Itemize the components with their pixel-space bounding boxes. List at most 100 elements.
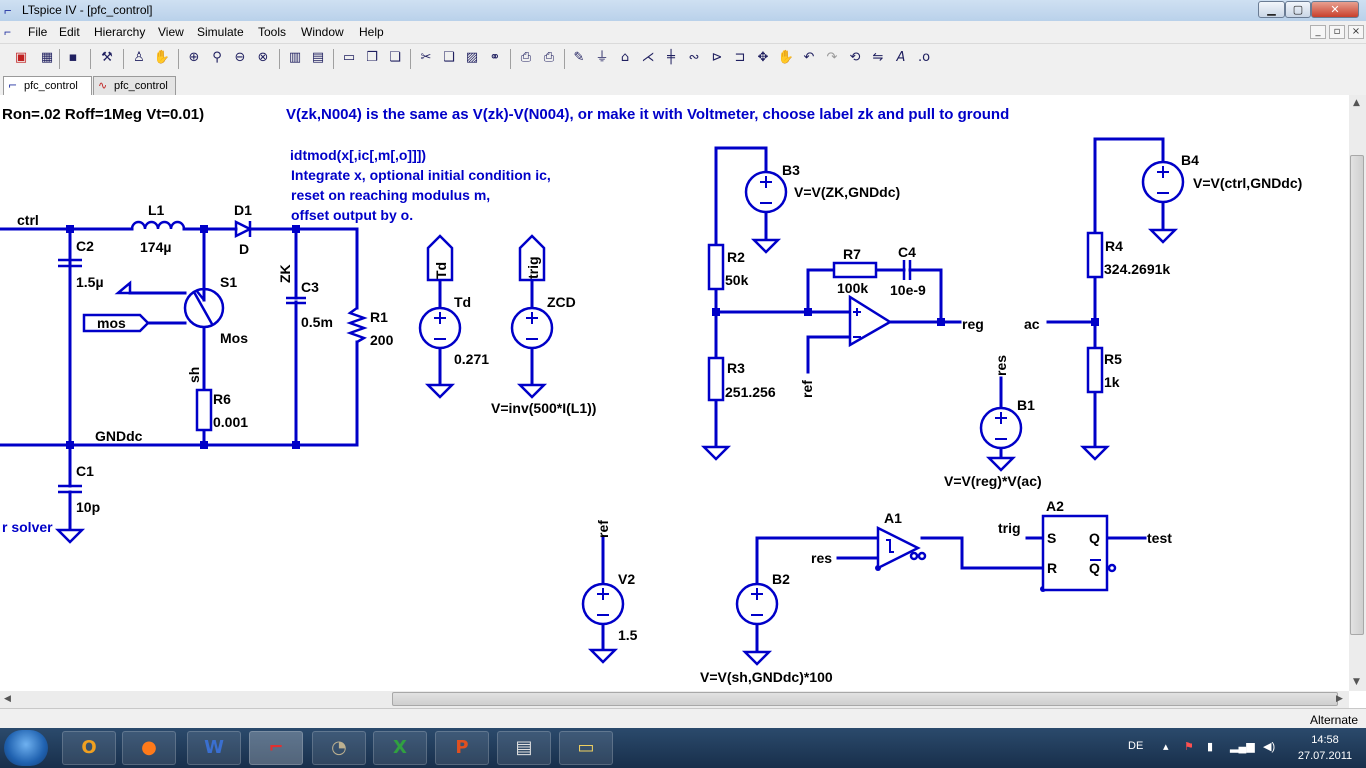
- menu-simulate[interactable]: Simulate: [197, 25, 244, 39]
- diode-icon[interactable]: ⊳: [711, 50, 723, 65]
- autorange-icon[interactable]: ▥: [288, 50, 302, 65]
- resistor-r7[interactable]: [832, 261, 878, 279]
- minimize-button[interactable]: ▁: [1258, 1, 1285, 18]
- tab-schematic[interactable]: ⌐ pfc_control: [3, 76, 92, 95]
- excel-icon[interactable]: X: [373, 731, 427, 765]
- firefox-icon[interactable]: ●: [122, 731, 176, 765]
- scroll-down-icon[interactable]: ▼: [1353, 677, 1360, 687]
- ground-symbol[interactable]: [700, 445, 732, 461]
- pdf-printer-icon[interactable]: ▤: [497, 731, 551, 765]
- wire[interactable]: [920, 536, 1045, 570]
- new-schematic-icon[interactable]: ▣: [14, 50, 28, 65]
- copy-icon[interactable]: ❑: [443, 50, 455, 65]
- network-icon[interactable]: ▂▄▆: [1230, 741, 1255, 753]
- inductor-icon[interactable]: ∾: [688, 50, 700, 65]
- ground-symbol[interactable]: [1079, 445, 1111, 461]
- paste-icon[interactable]: ▨: [465, 50, 479, 65]
- device-icon[interactable]: ▮: [1207, 741, 1214, 753]
- capacitor-icon[interactable]: ╪: [667, 50, 675, 65]
- label-net-icon[interactable]: ⌂: [620, 50, 630, 65]
- comparator-a1-output[interactable]: [909, 551, 919, 561]
- junction[interactable]: [804, 308, 812, 316]
- diode-d1[interactable]: [234, 219, 253, 239]
- mdi-minimize-button[interactable]: _: [1310, 25, 1326, 39]
- component-icon[interactable]: ⊐: [734, 50, 746, 65]
- menu-view[interactable]: View: [158, 25, 184, 39]
- resistor-icon[interactable]: ⋌: [641, 50, 655, 65]
- menu-window[interactable]: Window: [301, 25, 344, 39]
- menu-file[interactable]: File: [28, 25, 48, 39]
- resistor-r6[interactable]: [195, 388, 213, 432]
- horizontal-scrollbar[interactable]: ◀ ▶: [0, 691, 1349, 708]
- title-bar[interactable]: ⌐ LTspice IV - [pfc_control] ▁ ▢ ✕: [0, 0, 1366, 21]
- word-icon[interactable]: W: [187, 731, 241, 765]
- horizontal-scroll-thumb[interactable]: [392, 692, 1338, 706]
- net-flag-trig[interactable]: [518, 234, 546, 282]
- gimp-icon[interactable]: ◔: [312, 731, 366, 765]
- flipflop-a2[interactable]: [1041, 514, 1109, 592]
- wire[interactable]: [248, 227, 359, 310]
- capacitor-c2[interactable]: [58, 258, 82, 268]
- junction[interactable]: [712, 308, 720, 316]
- outlook-icon[interactable]: O: [62, 731, 116, 765]
- source-polarity[interactable]: [751, 588, 763, 616]
- ltspice-logo-icon[interactable]: ⌐: [4, 3, 12, 18]
- halt-icon[interactable]: ✋: [153, 50, 171, 65]
- vertical-scrollbar[interactable]: ▲ ▼: [1349, 95, 1366, 691]
- resistor-r1[interactable]: [346, 306, 368, 344]
- action-center-icon[interactable]: ⚑: [1184, 741, 1194, 753]
- source-polarity[interactable]: [526, 312, 538, 340]
- folder-icon[interactable]: ▭: [559, 731, 613, 765]
- source-td[interactable]: [418, 306, 462, 350]
- opamp-polarity[interactable]: [853, 308, 861, 338]
- opamp[interactable]: [848, 294, 893, 348]
- powerpoint-icon[interactable]: P: [435, 731, 489, 765]
- ground-symbol[interactable]: [1147, 228, 1179, 244]
- open-icon[interactable]: ▦: [40, 50, 54, 65]
- mirror-icon[interactable]: ⇋: [872, 50, 884, 65]
- net-flag-td[interactable]: [426, 234, 454, 282]
- ground-symbol[interactable]: [741, 650, 773, 666]
- tray-expand-icon[interactable]: ▴: [1163, 741, 1169, 753]
- source-b1[interactable]: [979, 406, 1023, 450]
- switch-s1-ctrl-arrow[interactable]: [114, 280, 132, 295]
- print-icon[interactable]: ⎙: [543, 50, 555, 65]
- grid-icon[interactable]: ▤: [311, 50, 325, 65]
- cut-icon[interactable]: ✂: [420, 50, 432, 65]
- source-b4[interactable]: [1141, 160, 1185, 204]
- ground-symbol[interactable]: [985, 456, 1017, 472]
- redo-icon[interactable]: ↷: [826, 50, 838, 65]
- inductor-l1[interactable]: [130, 220, 186, 230]
- ltspice-icon[interactable]: ⌐: [249, 731, 303, 765]
- close-all-icon[interactable]: ❏: [389, 50, 401, 65]
- zoom-fit-icon[interactable]: ⊗: [257, 50, 269, 65]
- zoom-in-icon[interactable]: ⊕: [188, 50, 200, 65]
- drag-icon[interactable]: ✋: [777, 50, 795, 65]
- zoom-out-icon[interactable]: ⊖: [234, 50, 246, 65]
- print-setup-icon[interactable]: ⎙: [520, 50, 532, 65]
- junction[interactable]: [200, 441, 208, 449]
- pan-icon[interactable]: ⚲: [212, 50, 222, 65]
- tab-waveform[interactable]: ∿ pfc_control: [93, 76, 176, 95]
- menu-edit[interactable]: Edit: [59, 25, 80, 39]
- draw-wire-icon[interactable]: ✎: [573, 50, 585, 65]
- source-polarity[interactable]: [1157, 166, 1169, 194]
- capacitor-c1[interactable]: [58, 484, 82, 494]
- rotate-icon[interactable]: ⟲: [849, 50, 861, 65]
- junction[interactable]: [292, 441, 300, 449]
- menu-hierarchy[interactable]: Hierarchy: [94, 25, 146, 39]
- capacitor-c4[interactable]: [902, 260, 912, 280]
- scroll-up-icon[interactable]: ▲: [1353, 98, 1360, 108]
- source-zcd[interactable]: [510, 306, 554, 350]
- junction[interactable]: [200, 225, 208, 233]
- source-b3[interactable]: [744, 170, 788, 214]
- ground-symbol[interactable]: [516, 383, 548, 399]
- move-icon[interactable]: ✥: [757, 50, 769, 65]
- wire[interactable]: [714, 146, 768, 174]
- flipflop-a2-qbar-bubble[interactable]: [1107, 563, 1117, 573]
- spice-directive-icon[interactable]: .o: [917, 50, 931, 65]
- maximize-button[interactable]: ▢: [1285, 1, 1311, 18]
- source-b2[interactable]: [735, 582, 779, 626]
- clock-time[interactable]: 14:58: [1311, 734, 1339, 746]
- undo-icon[interactable]: ↶: [803, 50, 815, 65]
